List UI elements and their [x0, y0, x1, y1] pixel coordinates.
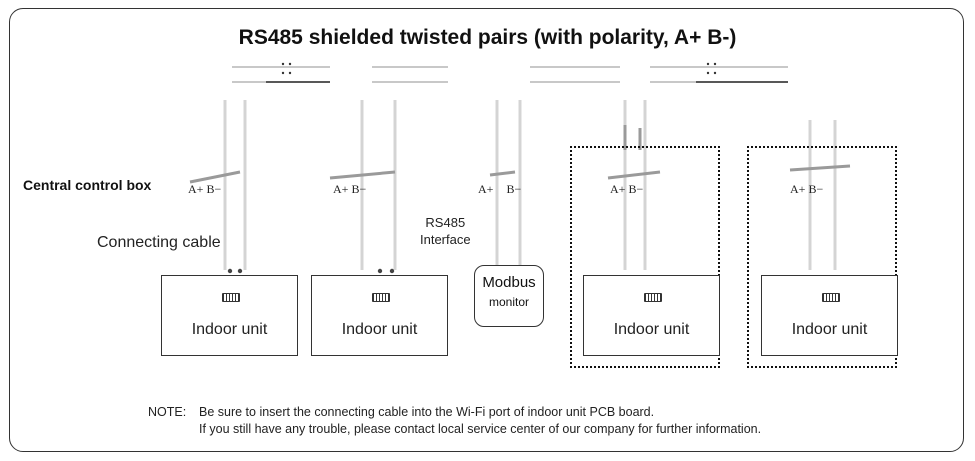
rs485-interface-label: RS485 Interface [420, 214, 471, 248]
terminal-a-plus: A+ [188, 182, 204, 196]
terminal-a-plus: A+ [333, 182, 349, 196]
indoor-unit-1: Indoor unit [161, 275, 298, 356]
diagram-title: RS485 shielded twisted pairs (with polar… [238, 26, 737, 49]
modbus-monitor-box: Modbus monitor [474, 265, 544, 327]
central-control-box-label: Central control box [23, 177, 152, 193]
modbus-monitor-line2: monitor [488, 295, 529, 309]
terminal-a-plus: A+ [790, 182, 806, 196]
indoor-unit-label: Indoor unit [191, 321, 268, 338]
note-line-1: Be sure to insert the connecting cable i… [199, 405, 655, 419]
wifi-port-icon [643, 293, 662, 302]
indoor-unit-4: Indoor unit [761, 275, 898, 356]
indoor-unit-label: Indoor unit [791, 321, 868, 338]
indoor-unit-label: Indoor unit [613, 321, 690, 338]
terminal-a-plus: A+ [610, 182, 626, 196]
wifi-port-icon [221, 293, 240, 302]
terminal-label-1: A+ B− [188, 182, 221, 197]
diagram-frame [9, 8, 964, 452]
terminal-b-minus: B− [808, 182, 824, 196]
connecting-cable-label: Connecting cable [97, 234, 221, 251]
note-line-2: If you still have any trouble, please co… [199, 422, 762, 436]
terminal-b-minus: B− [351, 182, 367, 196]
terminal-b-minus: B− [506, 182, 522, 196]
rs485-label-line2: Interface [420, 232, 471, 247]
terminal-b-minus: B− [206, 182, 222, 196]
wifi-module-dotted-box-1 [570, 146, 720, 368]
wifi-module-dotted-box-2 [747, 146, 897, 368]
terminal-label-5: A+ B− [790, 182, 823, 197]
wifi-port-icon [821, 293, 840, 302]
rs485-label-line1: RS485 [425, 215, 466, 230]
note-prefix: NOTE: [148, 405, 187, 419]
terminal-label-4: A+ B− [610, 182, 643, 197]
indoor-unit-3: Indoor unit [583, 275, 720, 356]
terminal-label-2: A+ B− [333, 182, 366, 197]
terminal-a-plus: A+ [478, 182, 494, 196]
indoor-unit-label: Indoor unit [341, 321, 418, 338]
modbus-monitor-line1: Modbus [482, 274, 536, 291]
terminal-label-3: A+ B− [478, 182, 521, 197]
terminal-b-minus: B− [628, 182, 644, 196]
wifi-port-icon [371, 293, 390, 302]
indoor-unit-2: Indoor unit [311, 275, 448, 356]
